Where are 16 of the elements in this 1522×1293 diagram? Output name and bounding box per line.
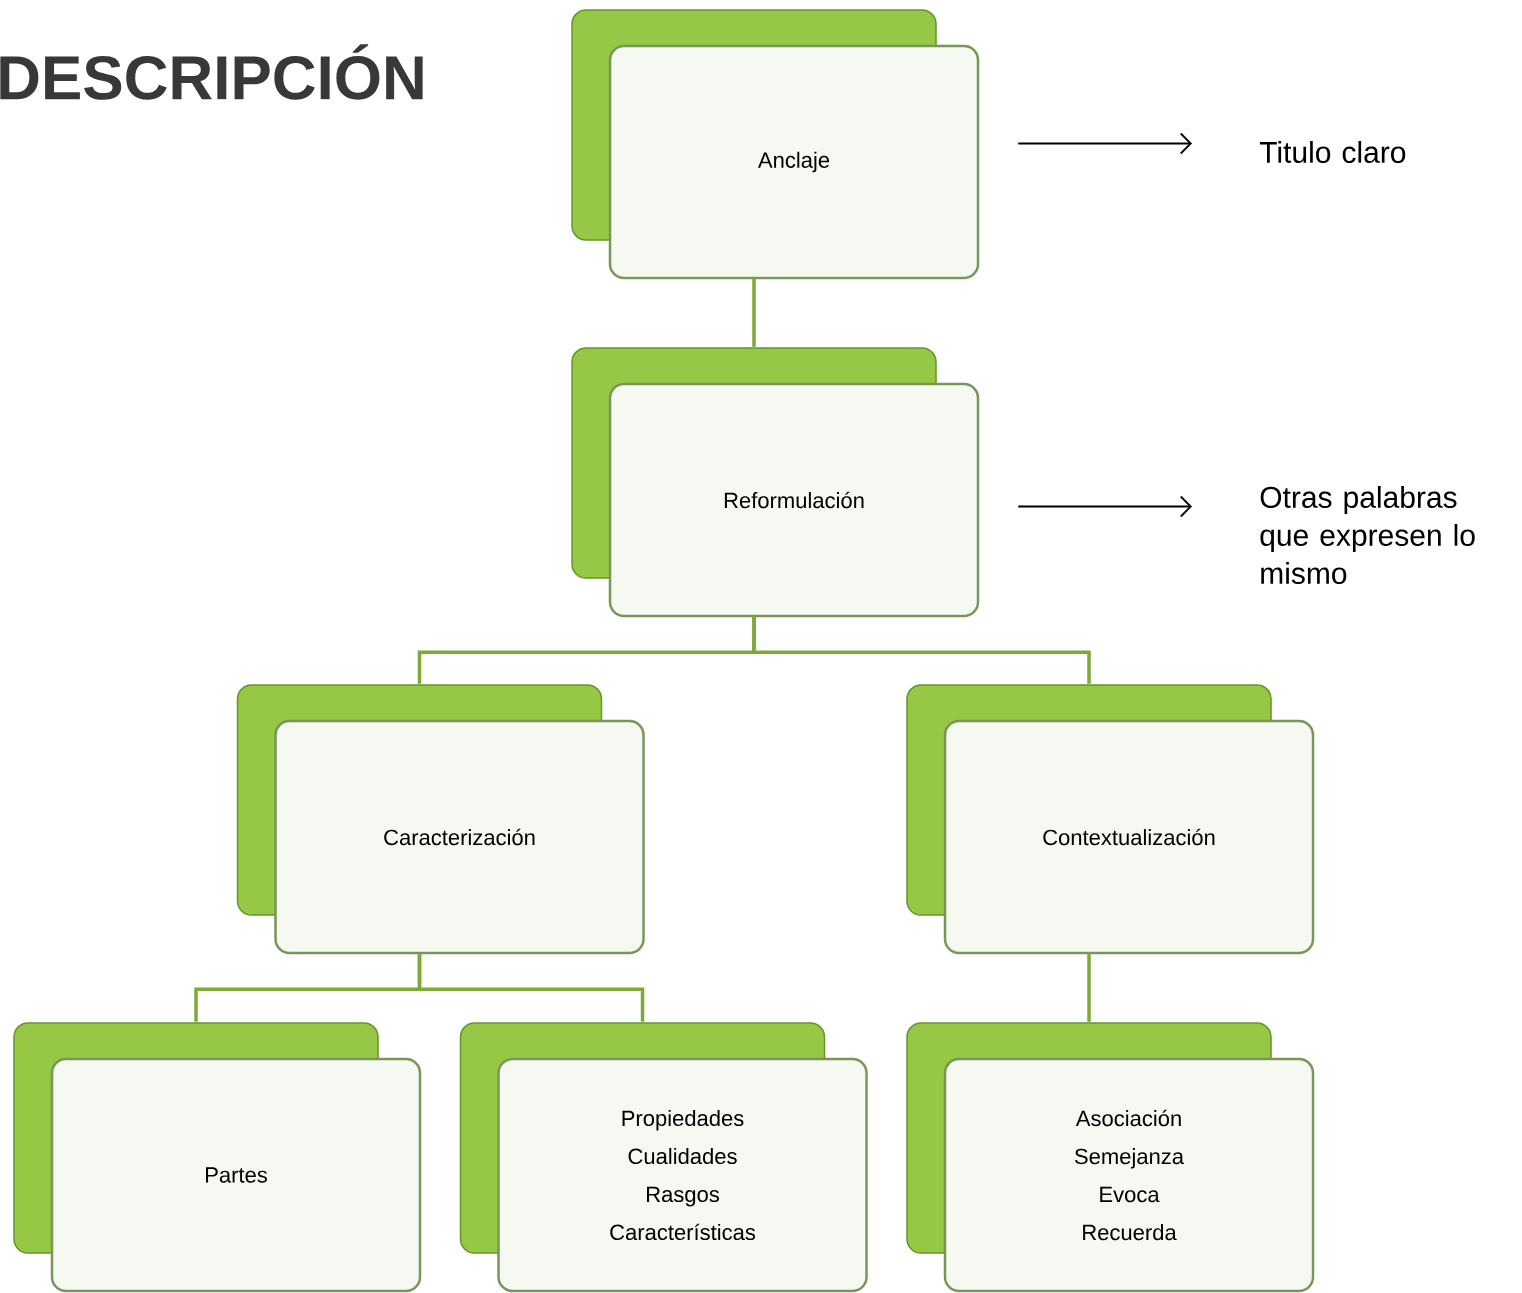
title: DESCRIPCIÓN bbox=[0, 44, 423, 100]
card-stack: Propiedades Cualidades Rasgos Características bbox=[459, 1022, 868, 1293]
card-stack: Partes bbox=[13, 1022, 422, 1293]
connector bbox=[752, 278, 756, 347]
connector bbox=[1017, 132, 1192, 155]
card-stack: Caracterización bbox=[236, 684, 645, 955]
card-stack: Reformulación bbox=[571, 347, 980, 618]
connector bbox=[417, 953, 645, 1022]
note-text: Titulo claro bbox=[1259, 141, 1406, 163]
card-stack: Contextualización bbox=[906, 684, 1315, 955]
connector bbox=[752, 616, 1091, 684]
connector bbox=[1017, 495, 1192, 518]
connector bbox=[1087, 953, 1091, 1022]
card-stack: Asociación Semejanza Evoca Recuerda bbox=[906, 1022, 1315, 1293]
note-text: Otras palabras que expresen lo mismo bbox=[1260, 486, 1475, 585]
card-stack: Anclaje bbox=[571, 9, 980, 280]
